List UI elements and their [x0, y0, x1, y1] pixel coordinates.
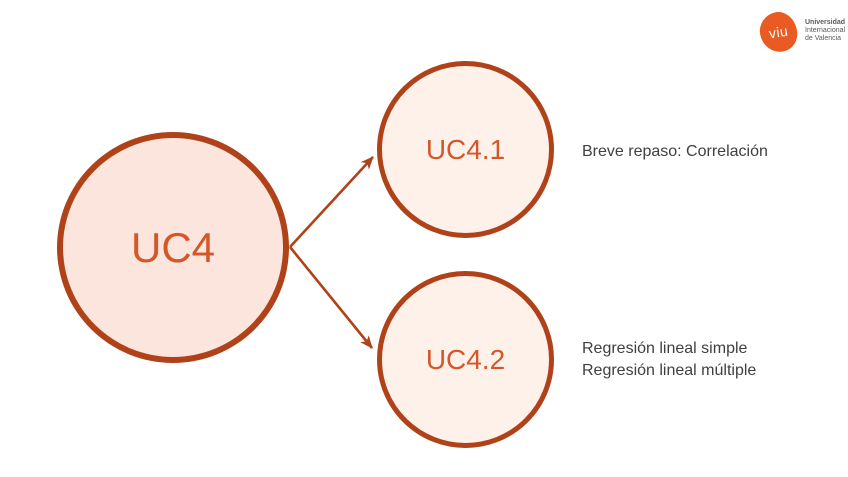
- node-uc4-2: UC4.2: [377, 271, 554, 448]
- node-uc4: UC4: [57, 132, 289, 363]
- viu-logo-mark: viu: [757, 9, 800, 55]
- arrow-uc4-to-uc41: [289, 156, 374, 248]
- viu-logo: viu Universidad Internacional de Valenci…: [757, 9, 845, 55]
- viu-logo-mark-text: viu: [767, 22, 790, 42]
- description-uc4-2: Regresión lineal simple Regresión lineal…: [582, 338, 756, 382]
- description-uc4-2-line2: Regresión lineal múltiple: [582, 362, 757, 379]
- viu-logo-orgname-line2: Internacional: [805, 27, 846, 34]
- viu-logo-orgname: Universidad Internacional de Valencia: [805, 19, 845, 43]
- arrow-uc4-to-uc42: [288, 246, 374, 349]
- node-uc4-2-label: UC4.2: [425, 343, 506, 375]
- description-uc4-1-line: Breve repaso: Correlación: [582, 143, 768, 160]
- description-uc4-2-line1: Regresión lineal simple: [582, 340, 748, 357]
- viu-logo-orgname-line1: Universidad: [805, 19, 846, 26]
- viu-logo-orgname-line3: de Valencia: [805, 35, 842, 42]
- node-uc4-label: UC4: [130, 223, 216, 271]
- node-uc4-1: UC4.1: [377, 61, 554, 238]
- description-uc4-1: Breve repaso: Correlación: [582, 141, 768, 163]
- node-uc4-1-label: UC4.1: [425, 133, 506, 165]
